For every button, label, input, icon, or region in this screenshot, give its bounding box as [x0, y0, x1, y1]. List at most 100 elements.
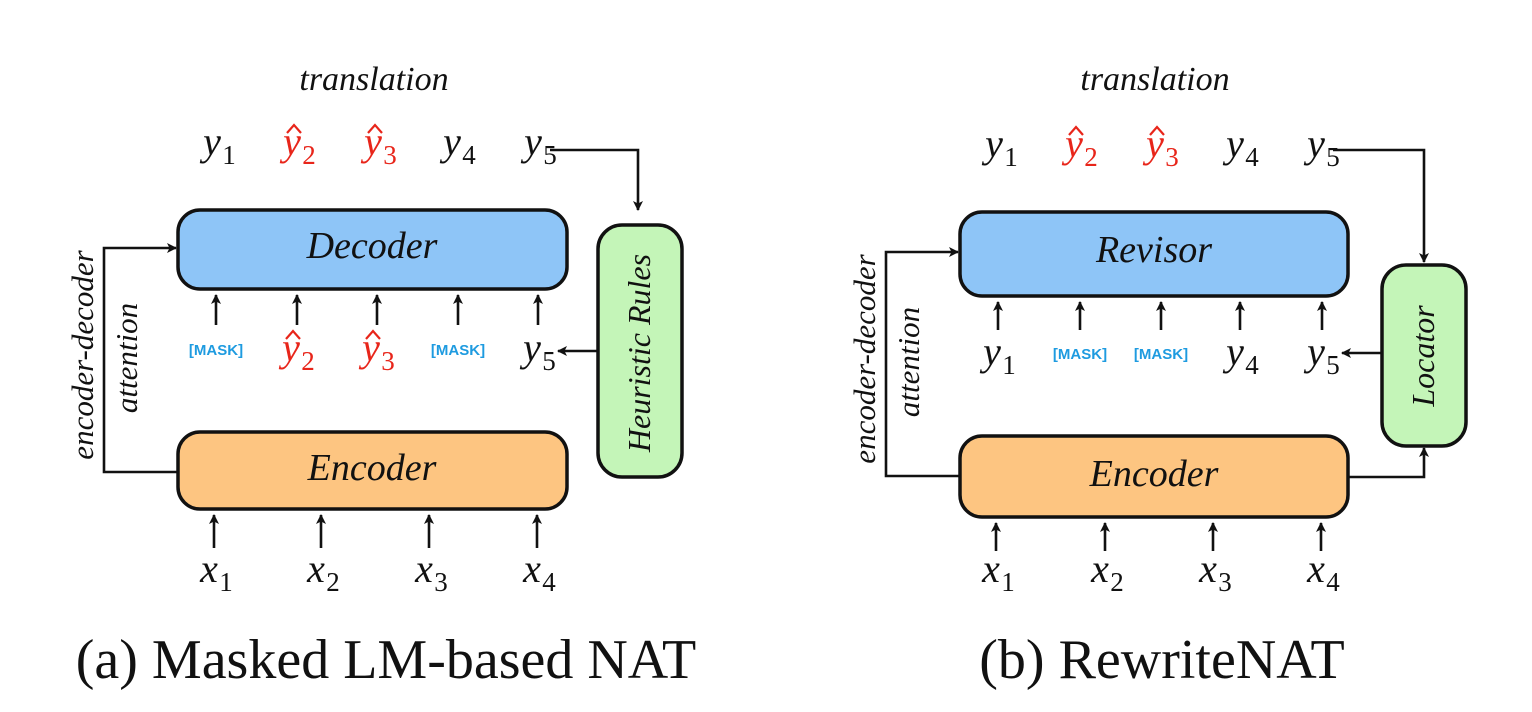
panel-b-decoder-input-4-subscript: 4 [1245, 350, 1259, 380]
panel-a-output-y5-subscript: 5 [543, 140, 557, 170]
panel-a-decoder-input-5-subscript: 5 [542, 346, 556, 376]
panel-b-decoder-input-5-subscript: 5 [1326, 350, 1340, 380]
panel-b-caption: (b) RewriteNAT [979, 629, 1344, 691]
panel-b-encoder-input-x1-subscript: 1 [1001, 567, 1015, 597]
panel-a-encoder-input-x1-symbol: x [199, 546, 218, 591]
panel-b-attention-arrow [884, 247, 960, 478]
panel-a-encoder-input-x2-subscript: 2 [326, 567, 340, 597]
panel-a-decoder-input-3-symbol: y [358, 325, 380, 370]
panel-b-encoder-input-x3-subscript: 3 [1218, 567, 1232, 597]
panel-a-translation-label: translation [299, 61, 448, 98]
panel-a-attention-arrow [102, 243, 178, 474]
panel-b-output-y5-symbol: y [1303, 121, 1325, 166]
panel-a-output-y2-symbol: y [279, 119, 301, 164]
panel-b-encoder-label: Encoder [1089, 453, 1219, 495]
panel-b-encoder-input-x2-symbol: x [1090, 546, 1109, 591]
panel-a-encoder-input-x3-subscript: 3 [434, 567, 448, 597]
panel-a-output-y4-symbol: y [439, 119, 461, 164]
panel-a-output-y3-hat [367, 123, 383, 134]
panel-a-decoder-label: Decoder [306, 225, 438, 267]
panel-b-revisor-label: Revisor [1095, 229, 1212, 271]
panel-a-encoder-box [176, 430, 569, 511]
panel-a-output-y4-subscript: 4 [462, 140, 476, 170]
panel-b-output-y1-symbol: y [981, 121, 1003, 166]
panel-b-output-y2-symbol: y [1061, 121, 1083, 166]
panel-a-decoder-input-3-subscript: 3 [381, 346, 395, 376]
panel-b-encoder-input-x2-subscript: 2 [1110, 567, 1124, 597]
panel-a-decoder-input-3-hat [365, 329, 381, 340]
panel-a-decoder-input-4-mask: [MASK] [431, 342, 485, 359]
panel-a-output-y3-symbol: y [360, 119, 382, 164]
panel-b-revisor-box [958, 210, 1350, 298]
panel-b-y5-to-locator-arrow [1333, 148, 1429, 263]
panel-a-decoder-input-2-symbol: y [278, 325, 300, 370]
panel-a-heuristic-rules-label: Heuristic Rules [621, 254, 657, 453]
panel-b-output-y3-subscript: 3 [1165, 142, 1179, 172]
panel-b-attention-label-line1: encoder-decoder [847, 253, 882, 463]
panel-a-encoder-label: Encoder [307, 447, 437, 489]
panel-b-encoder-to-locator-arrow [1348, 447, 1429, 479]
panel-a-output-y5-symbol: y [520, 119, 542, 164]
panel-a-output-y2-hat [286, 123, 302, 134]
panel-a-decoder-box [176, 208, 569, 291]
panel-a-output-y1-symbol: y [199, 119, 221, 164]
panel-b-locator-label: Locator [1405, 305, 1441, 408]
panel-b-output-y4-symbol: y [1222, 121, 1244, 166]
panel-b-output-y4-subscript: 4 [1245, 142, 1259, 172]
panel-b-translation-label: translation [1080, 61, 1229, 98]
panel-a-attention-label-line2: attention [109, 303, 144, 413]
panel-a-decoder-input-5-symbol: y [519, 325, 541, 370]
panel-b-decoder-input-1-symbol: y [979, 329, 1001, 374]
panel-b-encoder-input-x3-symbol: x [1198, 546, 1217, 591]
panel-a-output-y3-subscript: 3 [383, 140, 397, 170]
panel-b-output-y2-subscript: 2 [1084, 142, 1098, 172]
panel-a-output-y2-subscript: 2 [302, 140, 316, 170]
panel-a-decoder-input-1-mask: [MASK] [189, 342, 243, 359]
panel-a-encoder-input-x4-subscript: 4 [542, 567, 556, 597]
panel-a-decoder-input-2-hat [285, 329, 301, 340]
panel-b-encoder-input-x4-subscript: 4 [1326, 567, 1340, 597]
panel-b-decoder-input-5-symbol: y [1303, 329, 1325, 374]
panel-b-decoder-input-4-symbol: y [1222, 329, 1244, 374]
panel-a-encoder-input-arrows [209, 514, 542, 548]
panel-b-output-y3-hat [1149, 125, 1165, 136]
panel-a-encoder-input-x3-symbol: x [414, 546, 433, 591]
panel-b-revisor-input-arrows [993, 301, 1327, 330]
panel-b-output-y5-subscript: 5 [1326, 142, 1340, 172]
panel-b-output-y3-symbol: y [1142, 121, 1164, 166]
panel-a-encoder-input-x1-subscript: 1 [219, 567, 233, 597]
panel-a-encoder-input-x2-symbol: x [306, 546, 325, 591]
panel-b-decoder-input-2-mask: [MASK] [1053, 346, 1107, 363]
panel-a-encoder-input-x4-symbol: x [522, 546, 541, 591]
panel-b-attention-label-line2: attention [891, 307, 926, 417]
panel-b-encoder-input-arrows [991, 522, 1326, 551]
panel-a-y5-to-rules-arrow [550, 148, 643, 211]
